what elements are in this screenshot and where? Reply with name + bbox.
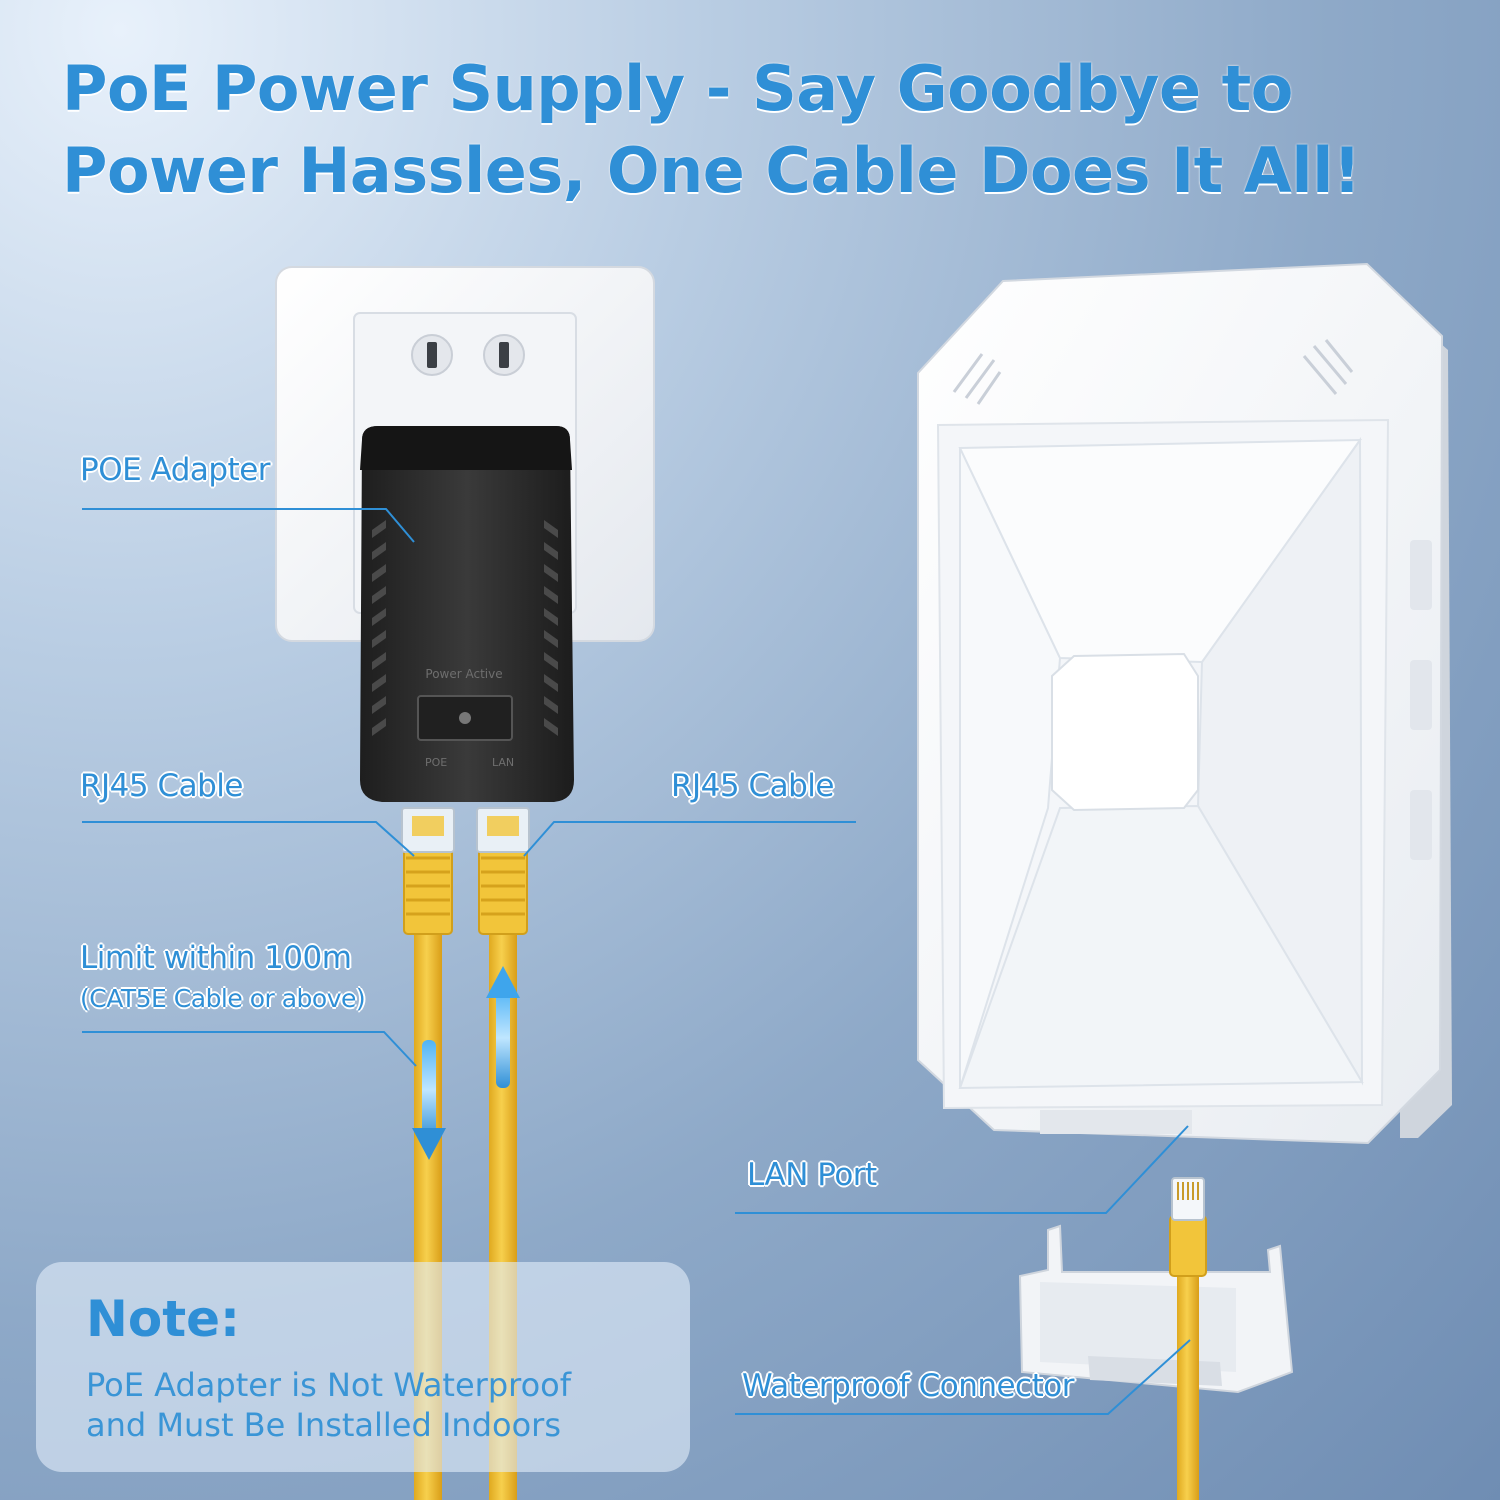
adapter-port-lan-text: LAN [492, 756, 514, 769]
lan-port-slot [1040, 1110, 1192, 1134]
arrow-down-icon [412, 1040, 446, 1160]
adapter-port-poe-text: POE [425, 756, 447, 769]
socket-hole-left [411, 334, 453, 376]
callout-lines [82, 508, 1191, 1415]
rj45-left-leader [82, 821, 415, 857]
callout-limit: Limit within 100m [80, 940, 352, 976]
headline-line-1: PoE Power Supply - Say Goodbye to [62, 52, 1293, 125]
socket-hole-right [483, 334, 525, 376]
callout-rj45-cable-left: RJ45 Cable [80, 768, 244, 804]
headline-line-2: Power Hassles, One Cable Does It All! [62, 134, 1361, 207]
note-text: PoE Adapter is Not Waterproof and Must B… [86, 1365, 571, 1445]
limit-leader [82, 1031, 417, 1067]
headline: PoE Power Supply - Say Goodbye to Power … [62, 48, 1462, 212]
lan-port-leader [735, 1125, 1189, 1214]
poe-adapter: Power Active POE LAN [360, 426, 574, 802]
note-panel: Note: PoE Adapter is Not Waterproof and … [36, 1262, 690, 1472]
note-title: Note: [86, 1290, 241, 1348]
note-line-2: and Must Be Installed Indoors [86, 1406, 561, 1444]
waterproof-connector-leader [735, 1339, 1191, 1415]
callout-lan-port: LAN Port [747, 1157, 877, 1193]
poe-adapter-leader [82, 508, 415, 543]
power-led-icon [459, 712, 471, 724]
rj45-right-leader [523, 821, 856, 857]
adapter-panel-text: Power Active [425, 667, 502, 681]
note-line-1: PoE Adapter is Not Waterproof [86, 1366, 571, 1404]
callout-rj45-cable-right: RJ45 Cable [671, 768, 835, 804]
callout-poe-adapter: POE Adapter [80, 452, 271, 488]
lan-cable [1169, 1177, 1207, 1500]
callout-limit-detail: (CAT5E Cable or above) [80, 984, 366, 1013]
outdoor-poe-box [917, 262, 1452, 1145]
callout-waterproof-connector: Waterproof Connector [742, 1368, 1074, 1404]
arrow-up-icon [486, 966, 520, 1088]
